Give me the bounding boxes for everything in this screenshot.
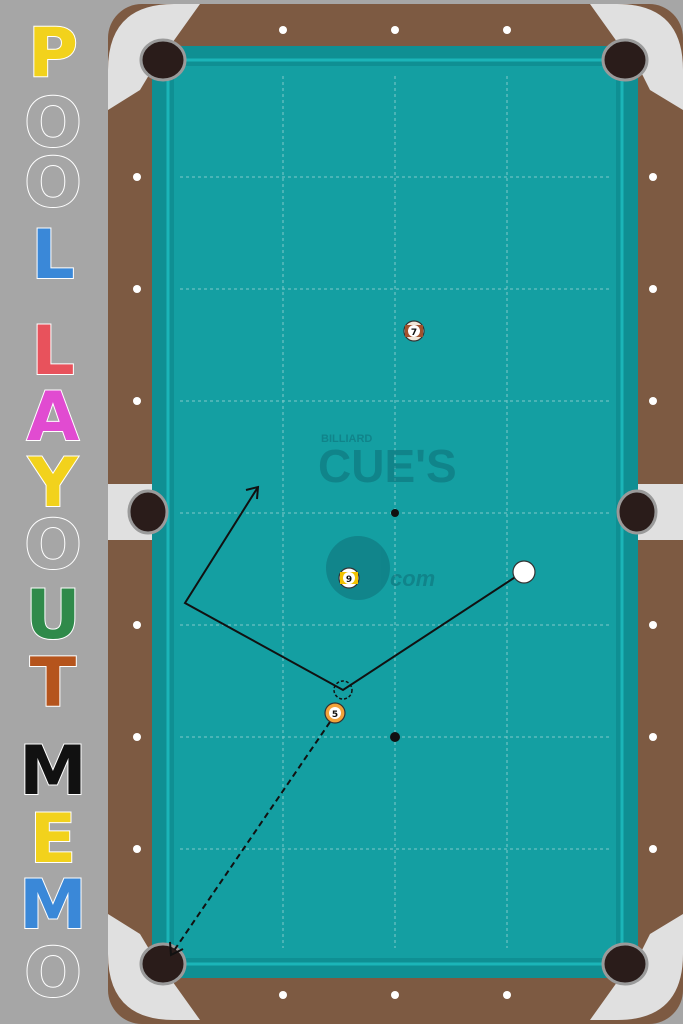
watermark-suffix: com — [390, 566, 435, 591]
watermark-line1: BILLIARD — [321, 433, 372, 445]
cue-ball[interactable] — [512, 560, 536, 584]
pocket-side-left — [127, 489, 169, 535]
title-letter: O — [23, 84, 83, 163]
center-spot — [391, 509, 399, 517]
ball-7[interactable]: 7 — [403, 320, 425, 342]
title-letter: M — [18, 732, 88, 811]
watermark-disc — [326, 536, 390, 600]
title-letter: L — [30, 312, 75, 391]
object-ball-path — [170, 721, 331, 956]
title-letter: Y — [27, 444, 78, 523]
watermark-line2: CUE'S — [318, 440, 457, 492]
title-letter: P — [27, 14, 79, 93]
pockets — [127, 38, 658, 986]
pocket-bottom-left — [139, 942, 187, 986]
felt-grid — [180, 76, 610, 948]
ball-5[interactable]: 5 — [324, 702, 346, 724]
title-letter: T — [29, 644, 77, 723]
pocket-top-right — [601, 38, 649, 82]
title-letter: A — [26, 378, 81, 457]
object-ball-arrowhead — [169, 941, 184, 957]
pocket-bottom-right — [601, 942, 649, 986]
title-letter: O — [23, 144, 83, 223]
title-letter: U — [24, 576, 81, 655]
pocket-side-right — [616, 489, 658, 535]
pocket-top-left — [139, 38, 187, 82]
title-letter: O — [23, 934, 83, 1013]
cue-ball-path — [183, 485, 524, 692]
ball-9-number: 9 — [346, 575, 352, 585]
ball-9[interactable]: 9 — [338, 567, 360, 589]
ghost-ball-marker — [333, 680, 353, 700]
title-letter: L — [30, 216, 75, 295]
title-letter: O — [23, 506, 83, 585]
ball-5-number: 5 — [332, 710, 338, 720]
rail-diamonds — [133, 26, 657, 999]
title-strip — [0, 0, 107, 1024]
foot-spot — [390, 732, 400, 742]
title-letter: M — [18, 866, 88, 945]
title-letter: E — [29, 800, 77, 879]
ball-7-number: 7 — [411, 328, 417, 338]
